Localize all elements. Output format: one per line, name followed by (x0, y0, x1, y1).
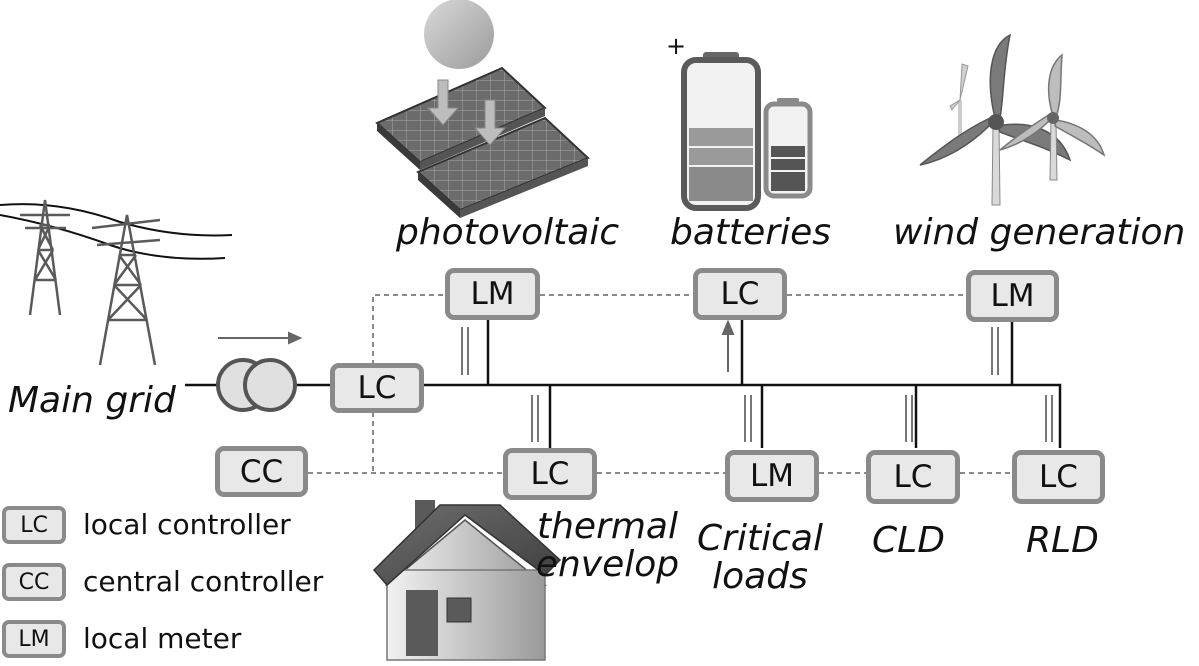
batteries-icon (681, 52, 813, 211)
legend-lc-text: local controller (83, 508, 291, 541)
cc-box: CC (215, 446, 308, 497)
plus-sign: + (666, 32, 687, 60)
photovoltaic-icon (375, 0, 590, 218)
lc-rld-box: LC (1012, 450, 1105, 504)
lm-critical-loads-box: LM (725, 450, 819, 502)
batteries-label: batteries (670, 212, 831, 253)
lc-main-box: LC (330, 363, 424, 413)
lc-batteries-box: LC (693, 268, 787, 320)
power-bus (185, 320, 1062, 448)
rld-label: RLD (1026, 520, 1099, 561)
dashed-lc-to-lm-pv (372, 294, 445, 365)
wind-generation-label: wind generation (893, 212, 1186, 253)
legend-cc-text: central controller (83, 565, 324, 598)
lc-cld-box: LC (866, 450, 960, 504)
meter-marks (461, 327, 1053, 442)
main-grid-label: Main grid (8, 380, 176, 421)
lc-thermal-box: LC (503, 448, 597, 500)
legend-lm-text: local meter (83, 622, 242, 655)
lm-photovoltaic-box: LM (445, 268, 540, 320)
critical-loads-label: Critical loads (697, 518, 823, 597)
flow-arrows (218, 319, 735, 372)
communication-lines (308, 294, 1012, 474)
wind-turbines-icon (919, 33, 1106, 206)
power-tower-icon (0, 199, 233, 366)
legend-lc-box: LC (2, 506, 66, 544)
legend-lm-box: LM (2, 620, 66, 658)
cld-label: CLD (872, 520, 945, 561)
house-icon (372, 500, 562, 661)
photovoltaic-label: photovoltaic (396, 212, 620, 253)
transformer-icon (216, 358, 297, 412)
thermal-envelop-label: thermal envelop (535, 506, 680, 585)
lm-wind-box: LM (966, 270, 1059, 322)
legend-cc-box: CC (2, 563, 66, 601)
